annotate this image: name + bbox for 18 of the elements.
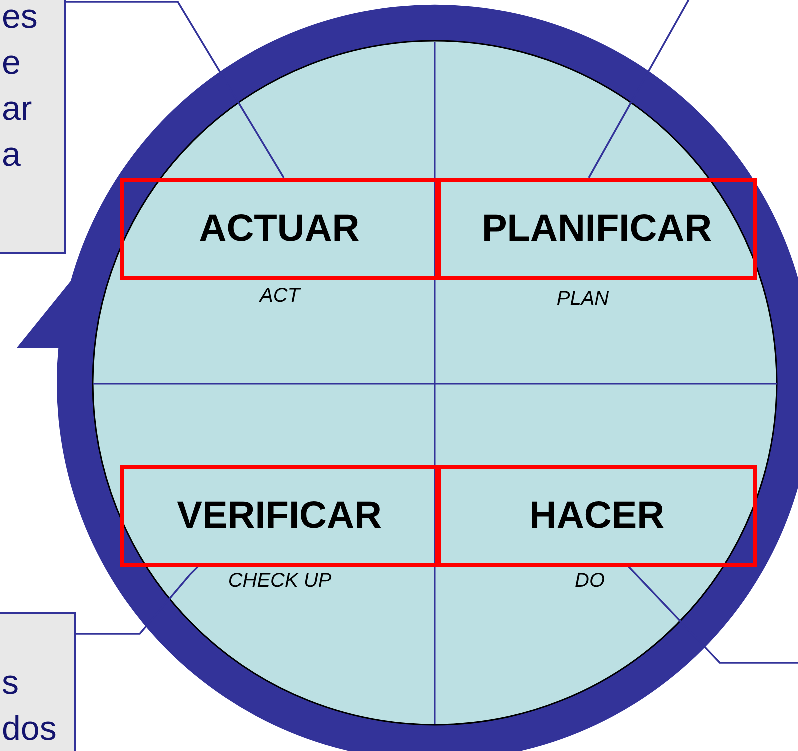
phase-box: [437, 178, 757, 280]
leader-line: [76, 566, 199, 635]
phase-title: PLANIFICAR: [482, 208, 712, 250]
phase-subtitle: DO: [575, 570, 605, 593]
phase-subtitle: CHECK UP: [228, 570, 332, 593]
phase-title: VERIFICAR: [177, 494, 382, 538]
callout-text: s dos: [2, 663, 57, 750]
leader-line: [588, 0, 691, 178]
leader-line: [66, 1, 285, 178]
phase-title: HACER: [529, 494, 665, 538]
phase-box: [437, 465, 757, 567]
phase-box: [120, 178, 439, 280]
phase-box: [120, 465, 439, 567]
phase-subtitle: ACT: [260, 285, 300, 308]
leader-line: [628, 566, 798, 664]
callout-text: es e ar a: [2, 0, 38, 176]
phase-title: ACTUAR: [199, 208, 360, 250]
phase-subtitle: PLAN: [556, 288, 610, 311]
